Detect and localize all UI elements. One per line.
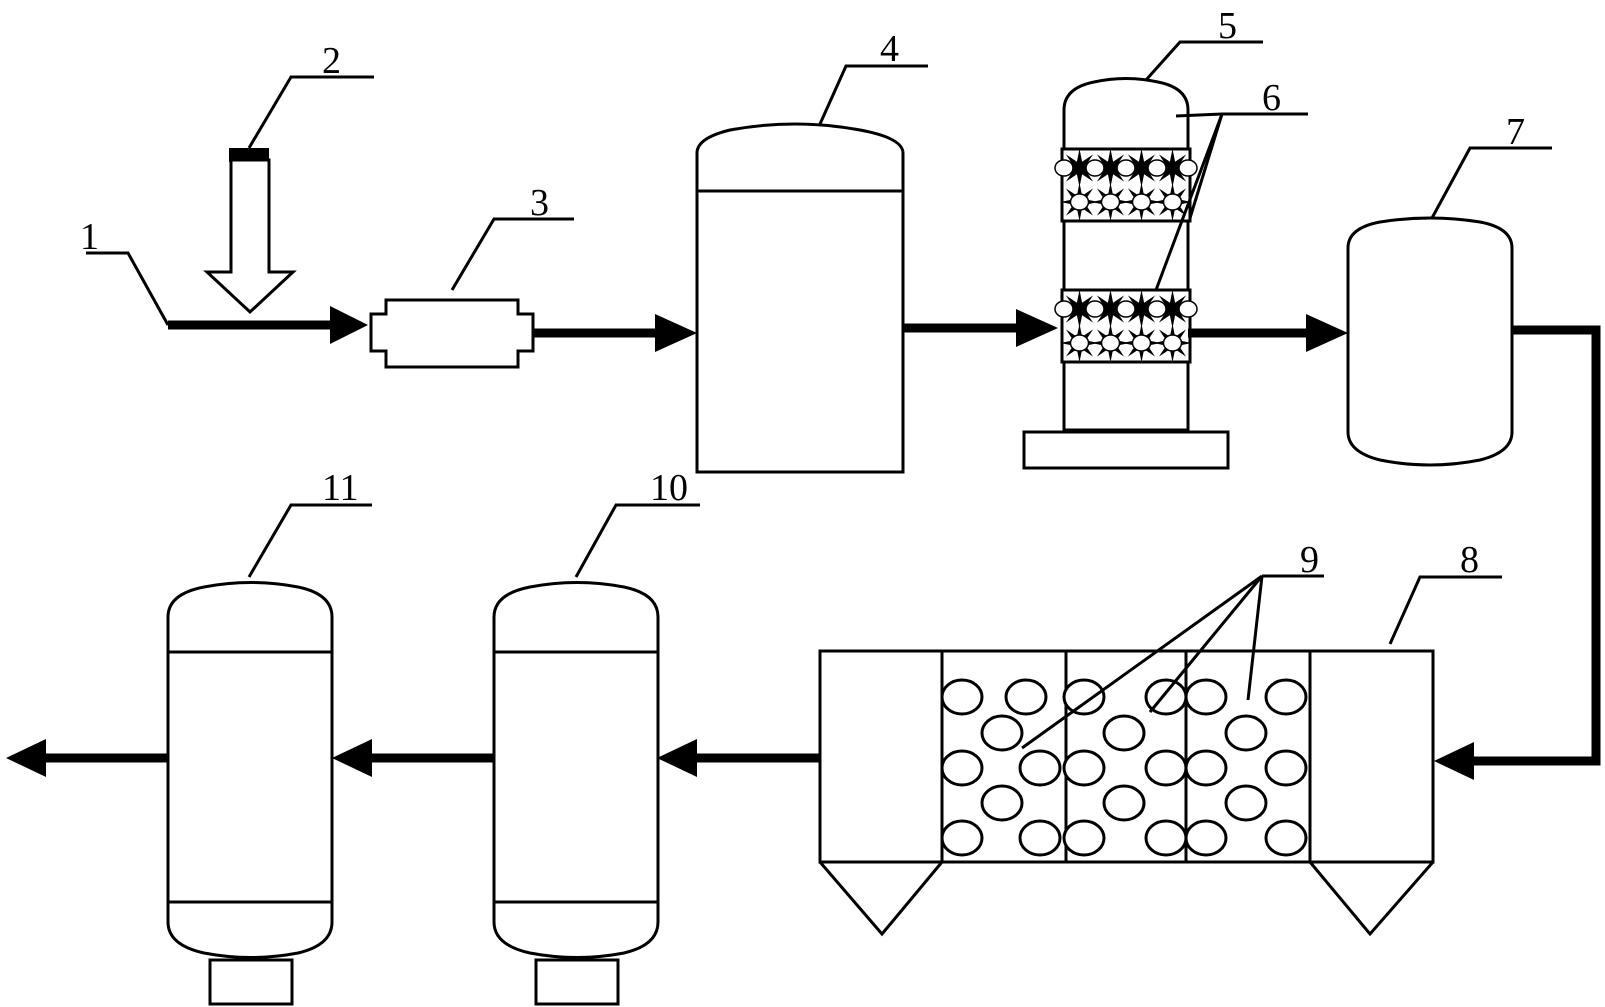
filter-bead: [1224, 714, 1268, 752]
packing-star-mark: [1122, 148, 1161, 188]
packed-tower: [1022, 77, 1230, 470]
pipe-8-to-10: [657, 739, 820, 777]
label-10: 10: [650, 467, 688, 509]
filter-bead: [1264, 678, 1308, 716]
inline-mixer: [369, 298, 535, 369]
label-2: 2: [322, 40, 341, 82]
packing-hole-mark: [1147, 300, 1167, 318]
filter-bead: [1144, 749, 1188, 787]
filter-bead: [940, 819, 984, 857]
filter-bead: [1018, 749, 1062, 787]
packing-hole-mark: [1147, 159, 1167, 177]
filter-bead: [1102, 784, 1146, 822]
packing-hole-mark: [1069, 334, 1090, 352]
reactor-tank: [695, 122, 905, 474]
filter-bead: [1224, 784, 1268, 822]
packing-star-mark: [1153, 289, 1192, 329]
filter-bead: [1184, 678, 1228, 716]
buffer-vessel: [1346, 216, 1514, 467]
filter-bead: [1004, 678, 1048, 716]
leader-lines: [86, 40, 1552, 750]
column-vessel-11: [166, 581, 334, 1006]
label-4: 4: [880, 28, 899, 70]
pipe-7-to-8: [1434, 325, 1601, 780]
packing-hole-mark: [1085, 300, 1105, 318]
packing-hole-mark: [1131, 334, 1152, 352]
filter-bead: [1184, 749, 1228, 787]
filter-bead: [1062, 678, 1106, 716]
feed-inlet-pipe: [168, 306, 368, 344]
packing-hole-mark: [1178, 300, 1198, 318]
packing-hole-mark: [1054, 300, 1074, 318]
pipe-5-to-7: [1188, 314, 1348, 352]
packing-star-mark: [1060, 148, 1099, 188]
filter-bead: [1062, 819, 1106, 857]
pipe-10-to-11: [332, 739, 494, 777]
label-9: 9: [1300, 539, 1319, 581]
packing-hole-mark: [1131, 193, 1152, 211]
filter-bead: [980, 784, 1024, 822]
label-6: 6: [1262, 77, 1281, 119]
filter-bead: [1264, 749, 1308, 787]
filter-bead: [980, 714, 1024, 752]
packing-hole-mark: [1085, 159, 1105, 177]
filter-bead: [1264, 819, 1308, 857]
pipe-4-to-5: [903, 309, 1058, 347]
packing-star-mark: [1060, 289, 1099, 329]
packing-star-mark: [1091, 148, 1130, 188]
packing-hole-mark: [1100, 193, 1121, 211]
label-11: 11: [322, 467, 359, 509]
label-5: 5: [1218, 5, 1237, 47]
filter-bead: [1018, 819, 1062, 857]
filter-media-beads: [940, 678, 1308, 857]
label-7: 7: [1506, 111, 1525, 153]
packing-hole-mark: [1116, 300, 1136, 318]
filter-bead: [1184, 819, 1228, 857]
packing-star-mark: [1091, 289, 1130, 329]
packing-hole-mark: [1069, 193, 1090, 211]
filter-bead: [1062, 749, 1106, 787]
filter-bead: [1102, 714, 1146, 752]
label-1: 1: [80, 216, 99, 258]
packing-hole-mark: [1116, 159, 1136, 177]
filter-bead: [1144, 819, 1188, 857]
packing-star-mark: [1153, 148, 1192, 188]
label-3: 3: [530, 182, 549, 224]
pipe-3-to-4: [533, 314, 697, 352]
packing-hole-mark: [1162, 193, 1183, 211]
packing-hole-mark: [1054, 159, 1074, 177]
packing-hole-mark: [1100, 334, 1121, 352]
part-labels: 1 2 3 4 5 6 7 8 9 10 11: [80, 5, 1525, 581]
label-8: 8: [1460, 539, 1479, 581]
filter-bead: [940, 678, 984, 716]
packing-hole-mark: [1162, 334, 1183, 352]
packing-layer-lower: [1054, 288, 1198, 364]
additive-dosing-arrow: [203, 148, 297, 315]
packing-hole-mark: [1178, 159, 1198, 177]
column-vessel-10: [492, 581, 660, 1006]
outlet-pipe: [6, 739, 168, 777]
filter-tank: [818, 649, 1435, 937]
packing-star-mark: [1122, 289, 1161, 329]
filter-bead: [940, 749, 984, 787]
packing-layer-upper: [1054, 147, 1198, 223]
